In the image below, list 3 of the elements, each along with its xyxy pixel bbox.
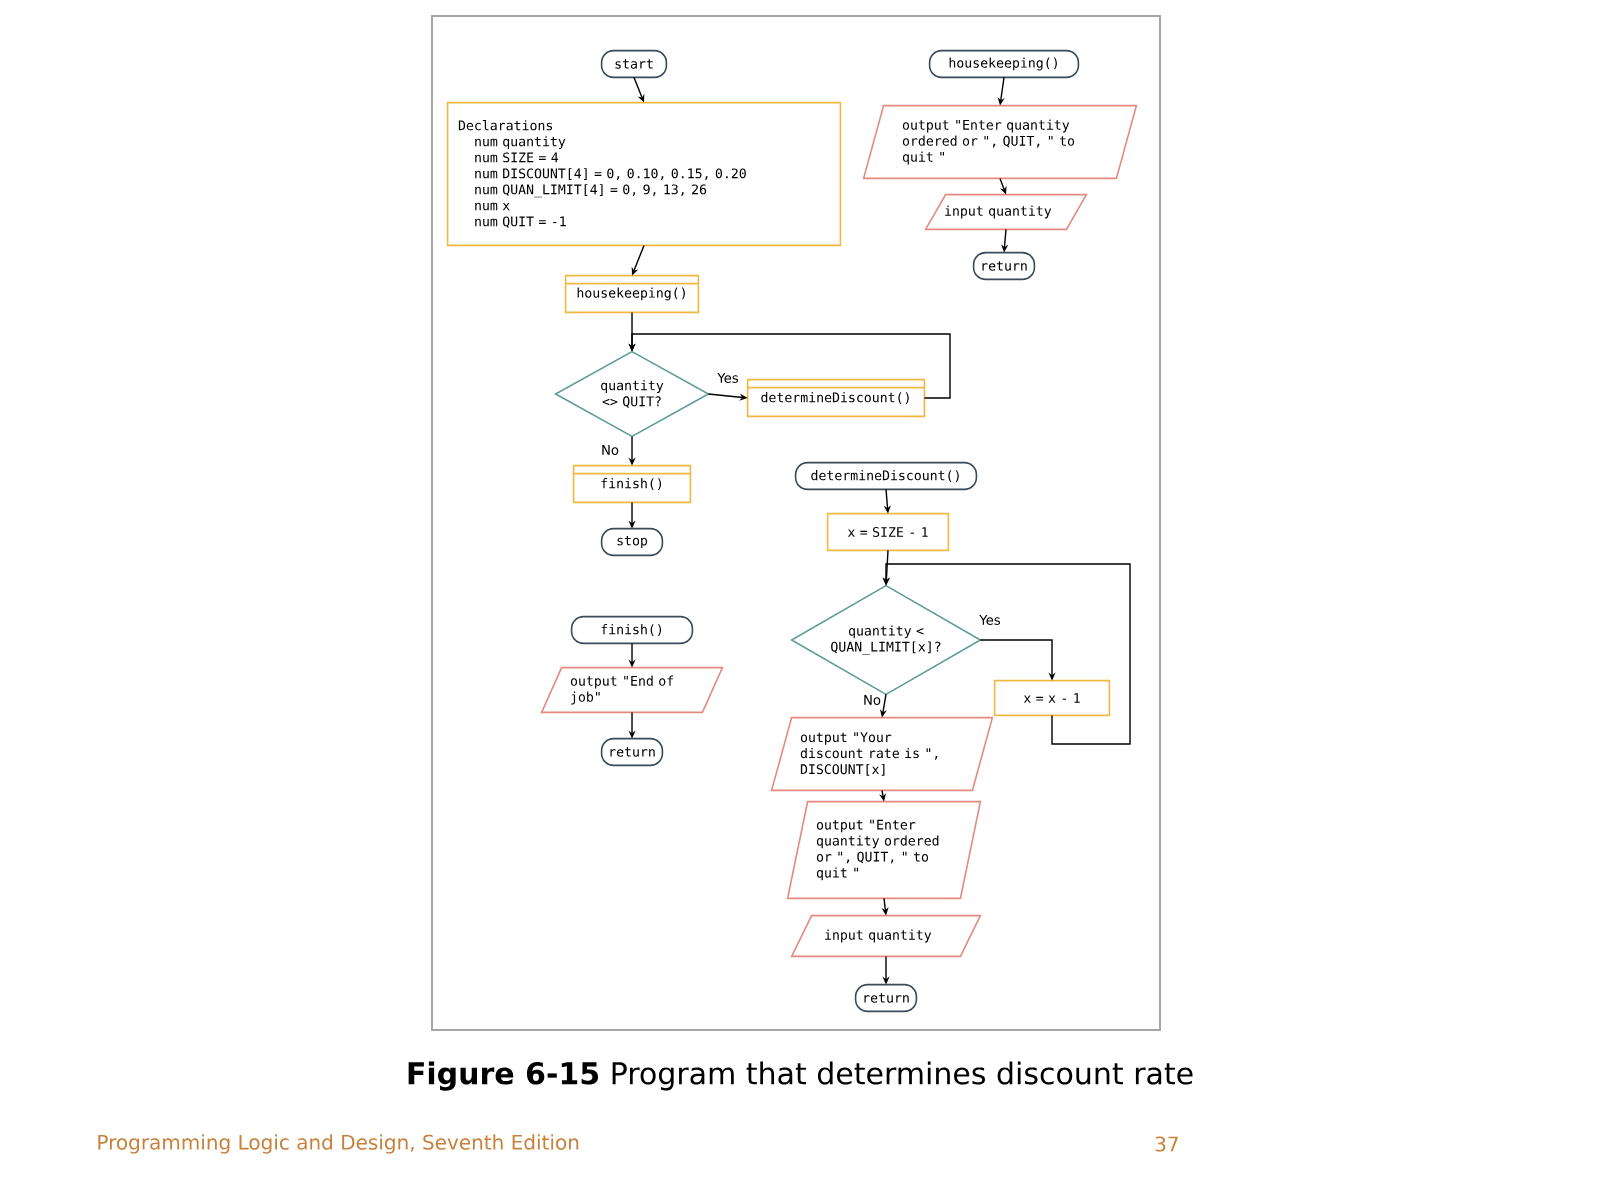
- footer-text: Programming Logic and Design, Seventh Edition: [98, 1134, 579, 1154]
- page-number: 37: [1155, 1136, 1178, 1152]
- figure-caption: Figure 6-15 Program that determines discount rate: [408, 1061, 1193, 1091]
